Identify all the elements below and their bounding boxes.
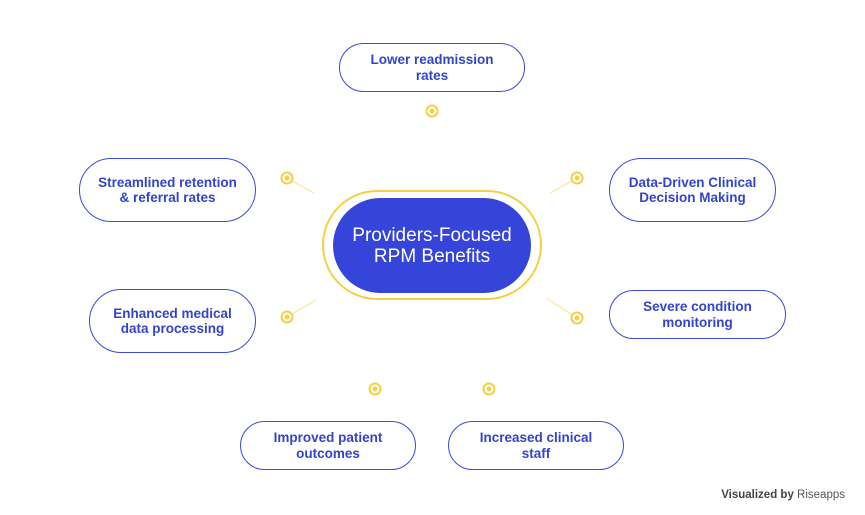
central-node-label: Providers-Focused RPM Benefits xyxy=(352,224,512,267)
benefit-label: Enhanced medical data processing xyxy=(113,305,232,337)
benefit-label: Increased clinical staff xyxy=(479,430,593,461)
connector-dot-core xyxy=(284,314,290,320)
connector-dot-core xyxy=(574,315,580,321)
central-node: Providers-Focused RPM Benefits xyxy=(333,198,531,293)
benefit-enhanced-data-processing: Enhanced medical data processing xyxy=(89,289,256,353)
connector-dot-core xyxy=(486,386,492,392)
benefit-label: Streamlined retention & referral rates xyxy=(98,174,237,206)
benefit-label: Data-Driven Clinical Decision Making xyxy=(628,174,757,206)
connector-dot-core xyxy=(372,386,378,392)
attribution-brand: Riseapps xyxy=(797,489,845,501)
benefit-label: Lower readmission rates xyxy=(370,52,494,83)
benefit-streamlined-retention: Streamlined retention & referral rates xyxy=(79,158,256,222)
benefit-label: Improved patient outcomes xyxy=(273,430,383,461)
benefit-improved-patient-outcomes: Improved patient outcomes xyxy=(240,421,416,470)
benefit-lower-readmission: Lower readmission rates xyxy=(339,43,525,92)
connector-dot-core xyxy=(284,175,290,181)
connector-dot-core xyxy=(574,175,580,181)
benefit-label: Severe condition monitoring xyxy=(643,299,752,330)
attribution: Visualized by Riseapps xyxy=(721,489,845,501)
connector-dot-core xyxy=(429,108,435,114)
benefit-increased-clinical-staff: Increased clinical staff xyxy=(448,421,624,470)
benefit-data-driven-decisions: Data-Driven Clinical Decision Making xyxy=(609,158,776,222)
benefit-severe-condition-monitoring: Severe condition monitoring xyxy=(609,290,786,339)
attribution-lead: Visualized by xyxy=(721,489,794,501)
